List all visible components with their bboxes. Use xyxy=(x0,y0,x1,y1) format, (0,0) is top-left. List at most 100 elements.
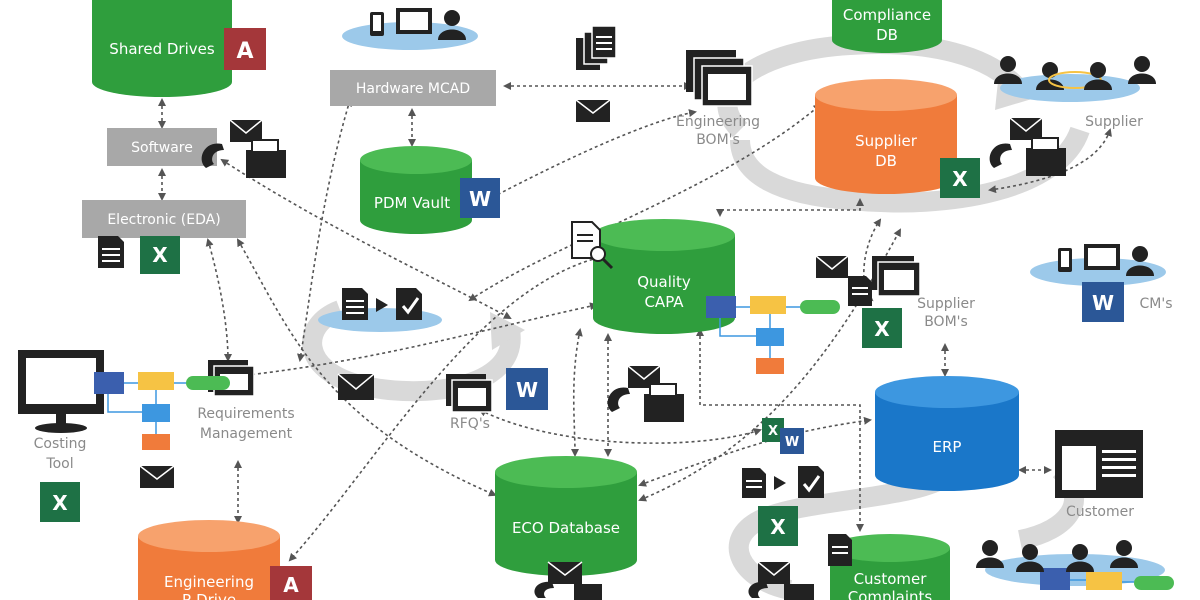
box-software[interactable]: Software xyxy=(107,128,217,166)
mail-icon xyxy=(229,119,263,142)
mail-icon xyxy=(337,373,375,400)
db-eco-database[interactable]: ECO Database xyxy=(495,456,637,576)
svg-text:W: W xyxy=(469,187,491,211)
mail-icon xyxy=(815,255,849,278)
document-search-icon xyxy=(571,221,614,270)
svg-text:X: X xyxy=(768,424,778,439)
db-pdm-vault-label: PDM Vault xyxy=(374,194,450,212)
people-group-icon xyxy=(994,56,1156,90)
db-supplier[interactable]: Supplier DB xyxy=(815,79,957,194)
db-erp[interactable]: ERP xyxy=(875,376,1019,491)
db-compliance-label-2: DB xyxy=(876,26,898,44)
windows-stack-icon xyxy=(686,50,753,107)
label-costing-tool-1: Costing xyxy=(34,436,87,452)
db-eco-database-label: ECO Database xyxy=(512,519,620,537)
box-electronic-eda[interactable]: Electronic (EDA) xyxy=(82,200,246,238)
box-hardware-mcad-label: Hardware MCAD xyxy=(356,81,470,97)
people-group-icon xyxy=(976,540,1138,572)
monitor-icon[interactable] xyxy=(18,350,104,433)
excel-icon: X xyxy=(862,308,902,348)
svg-text:W: W xyxy=(516,378,538,402)
mail-icon xyxy=(575,99,611,122)
db-shared-drives-label: Shared Drives xyxy=(109,40,215,58)
workflow-icon xyxy=(1040,568,1174,590)
windows-stack-icon xyxy=(872,256,921,297)
excel-icon: X xyxy=(762,418,784,442)
box-hardware-mcad[interactable]: Hardware MCAD xyxy=(330,70,496,106)
workflow-icon xyxy=(94,372,230,450)
db-quality-capa[interactable]: Quality CAPA xyxy=(593,219,735,334)
phone-fax-icon xyxy=(607,383,684,422)
svg-text:X: X xyxy=(952,167,968,191)
excel-icon: X xyxy=(940,158,980,198)
label-costing-tool-2: Tool xyxy=(45,456,73,472)
db-customer-complaints-label-1: Customer xyxy=(854,570,928,588)
devices-group-icon xyxy=(370,8,466,40)
excel-icon: X xyxy=(40,482,80,522)
documents-stack-icon xyxy=(576,25,617,70)
excel-icon: X xyxy=(140,236,180,274)
db-engineering-drive-label-2: P-Drive xyxy=(182,591,236,600)
phone-fax-icon xyxy=(989,137,1066,176)
label-rfqs: RFQ's xyxy=(450,416,490,432)
label-supplier-boms-1: Supplier xyxy=(917,296,975,312)
play-arrow-icon xyxy=(376,298,388,312)
db-customer-complaints[interactable]: Customer Complaints xyxy=(830,534,950,600)
document-icon xyxy=(98,236,124,268)
label-engineering-boms-2: BOM's xyxy=(696,132,740,148)
mail-icon xyxy=(627,365,661,388)
mail-icon xyxy=(547,561,583,584)
word-icon: W xyxy=(506,368,548,410)
svg-text:X: X xyxy=(874,317,890,341)
approved-document-icon xyxy=(798,466,824,498)
label-requirements-1: Requirements xyxy=(197,406,294,422)
play-arrow-icon xyxy=(774,476,786,490)
workflow-icon xyxy=(706,296,840,374)
phone-fax-icon xyxy=(534,581,602,600)
svg-text:W: W xyxy=(1092,291,1114,315)
db-pdm-vault[interactable]: PDM Vault xyxy=(360,146,472,234)
label-engineering-boms-1: Engineering xyxy=(676,114,760,130)
document-icon xyxy=(342,288,368,320)
document-icon xyxy=(828,534,852,566)
svg-text:X: X xyxy=(152,243,168,267)
label-requirements-2: Management xyxy=(200,426,293,442)
label-supplier: Supplier xyxy=(1085,114,1143,130)
db-quality-capa-label-1: Quality xyxy=(637,273,691,291)
phone-fax-icon xyxy=(748,581,814,600)
svg-text:X: X xyxy=(52,491,68,515)
db-compliance-label-1: Compliance xyxy=(843,6,931,24)
db-customer-complaints-label-2: Complaints xyxy=(848,588,933,600)
label-customer: Customer xyxy=(1066,504,1134,520)
db-engineering-drive[interactable]: Engineering P-Drive xyxy=(138,520,280,600)
approved-document-icon xyxy=(396,288,422,320)
mail-icon xyxy=(1009,117,1043,140)
windows-stack-icon xyxy=(446,374,493,413)
excel-icon: X xyxy=(758,506,798,546)
disc-approval xyxy=(318,308,442,332)
db-shared-drives[interactable]: Shared Drives xyxy=(92,0,232,97)
db-compliance[interactable]: Compliance DB xyxy=(832,0,942,53)
document-icon xyxy=(848,276,872,306)
word-icon: W xyxy=(1082,282,1124,322)
devices-group-icon xyxy=(1058,244,1154,276)
svg-text:W: W xyxy=(785,435,799,450)
mail-icon xyxy=(139,465,175,488)
db-supplier-label-2: DB xyxy=(875,152,897,170)
access-icon: A xyxy=(224,28,266,70)
customer-window-icon[interactable] xyxy=(1055,430,1143,498)
box-software-label: Software xyxy=(131,140,193,156)
db-engineering-drive-label-1: Engineering xyxy=(164,573,254,591)
word-icon: W xyxy=(780,428,804,454)
document-icon xyxy=(742,468,766,498)
flow-connectors xyxy=(158,82,1112,562)
db-erp-label: ERP xyxy=(933,438,962,456)
svg-text:X: X xyxy=(770,515,786,539)
svg-text:A: A xyxy=(283,573,299,597)
label-supplier-boms-2: BOM's xyxy=(924,314,968,330)
db-quality-capa-label-2: CAPA xyxy=(644,293,684,311)
word-icon: W xyxy=(460,178,500,218)
mail-icon xyxy=(757,561,791,584)
